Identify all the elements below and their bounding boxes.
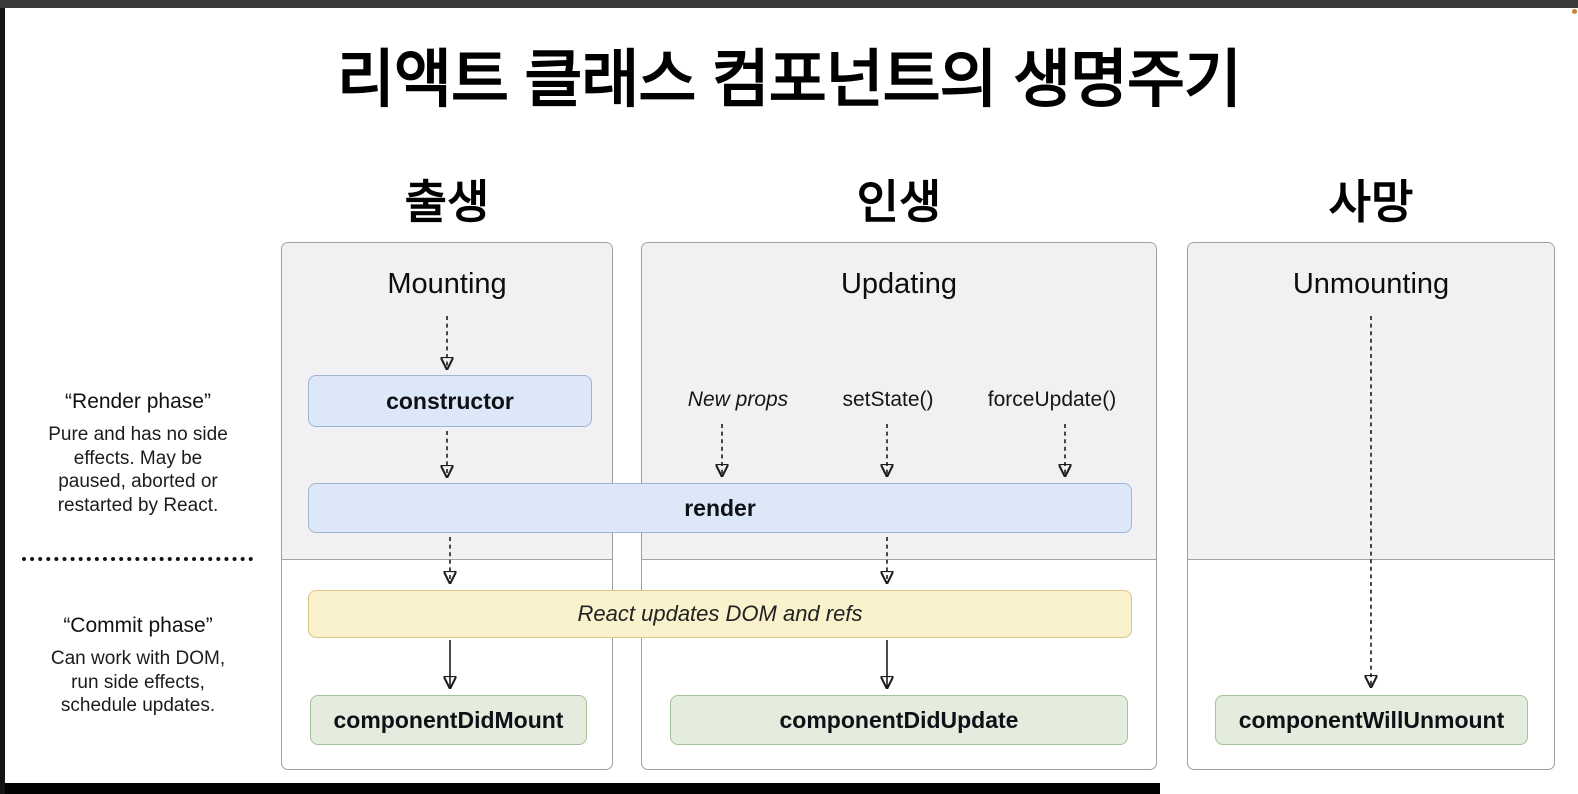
component-did-update-node: componentDidUpdate: [670, 695, 1128, 745]
render-phase-note-line: effects. May be: [73, 447, 203, 469]
setstate-label: setState(): [842, 388, 934, 411]
commit-phase-note: “Commit phase” Can work with DOM, run si…: [12, 613, 264, 718]
screen-capture-top-bar: [0, 0, 1578, 8]
page-title: 리액트 클래스 컴포넌트의 생명주기: [337, 45, 1242, 115]
recording-indicator-dot: [1572, 9, 1577, 14]
column-header-death: 사망: [1328, 176, 1414, 228]
render-phase-note: “Render phase” Pure and has no side effe…: [12, 389, 264, 517]
new-props-label: New props: [687, 388, 789, 411]
render-phase-note-line: paused, aborted or: [58, 471, 218, 492]
render-phase-note-line: restarted by React.: [57, 494, 219, 516]
commit-phase-note-line: schedule updates.: [60, 695, 216, 716]
component-will-unmount-node: componentWillUnmount: [1215, 695, 1528, 745]
updating-panel-title: Updating: [840, 268, 958, 300]
react-updates-dom-node: React updates DOM and refs: [308, 590, 1132, 638]
render-phase-note-line: Pure and has no side: [48, 424, 228, 445]
commit-phase-note-line: Can work with DOM,: [50, 648, 226, 669]
render-phase-note-title: “Render phase”: [65, 390, 211, 413]
component-did-mount-node: componentDidMount: [310, 695, 587, 745]
column-header-life: 인생: [856, 176, 942, 228]
commit-phase-note-line: run side effects,: [71, 671, 205, 693]
column-header-birth: 출생: [404, 176, 490, 228]
mounting-panel-title: Mounting: [387, 268, 507, 300]
forceupdate-label: forceUpdate(): [987, 388, 1117, 411]
unmounting-panel: Unmounting: [1187, 242, 1555, 770]
unmounting-panel-title: Unmounting: [1292, 268, 1450, 300]
screen-capture-bottom-bar: [0, 783, 1160, 794]
render-node: render: [308, 483, 1132, 533]
screen-capture-left-bar: [0, 8, 5, 794]
unmounting-panel-render-phase-area: Unmounting: [1188, 243, 1554, 560]
commit-phase-note-title: “Commit phase”: [63, 614, 213, 637]
phase-divider-dotted-line: [22, 557, 253, 561]
constructor-node: constructor: [308, 375, 592, 427]
